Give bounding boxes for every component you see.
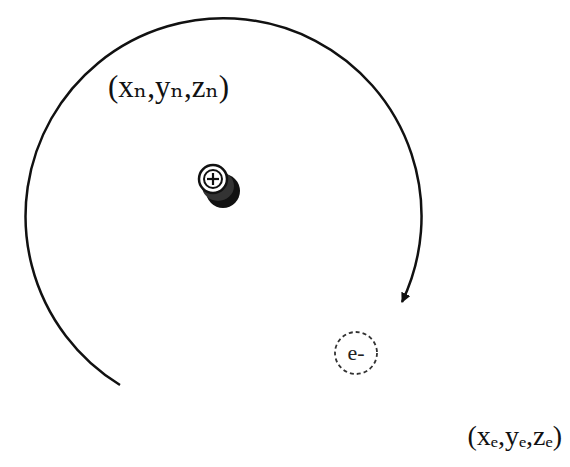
coordinate-label: (xₑ,yₑ,zₑ) (467, 420, 562, 452)
electron-label: e- (347, 340, 364, 366)
coordinate-label: (xₙ,yₙ,zₙ) (108, 68, 229, 105)
electron-circle: e- (333, 330, 379, 376)
orbit-arrow (26, 18, 422, 385)
nucleus-symbol (199, 165, 240, 208)
